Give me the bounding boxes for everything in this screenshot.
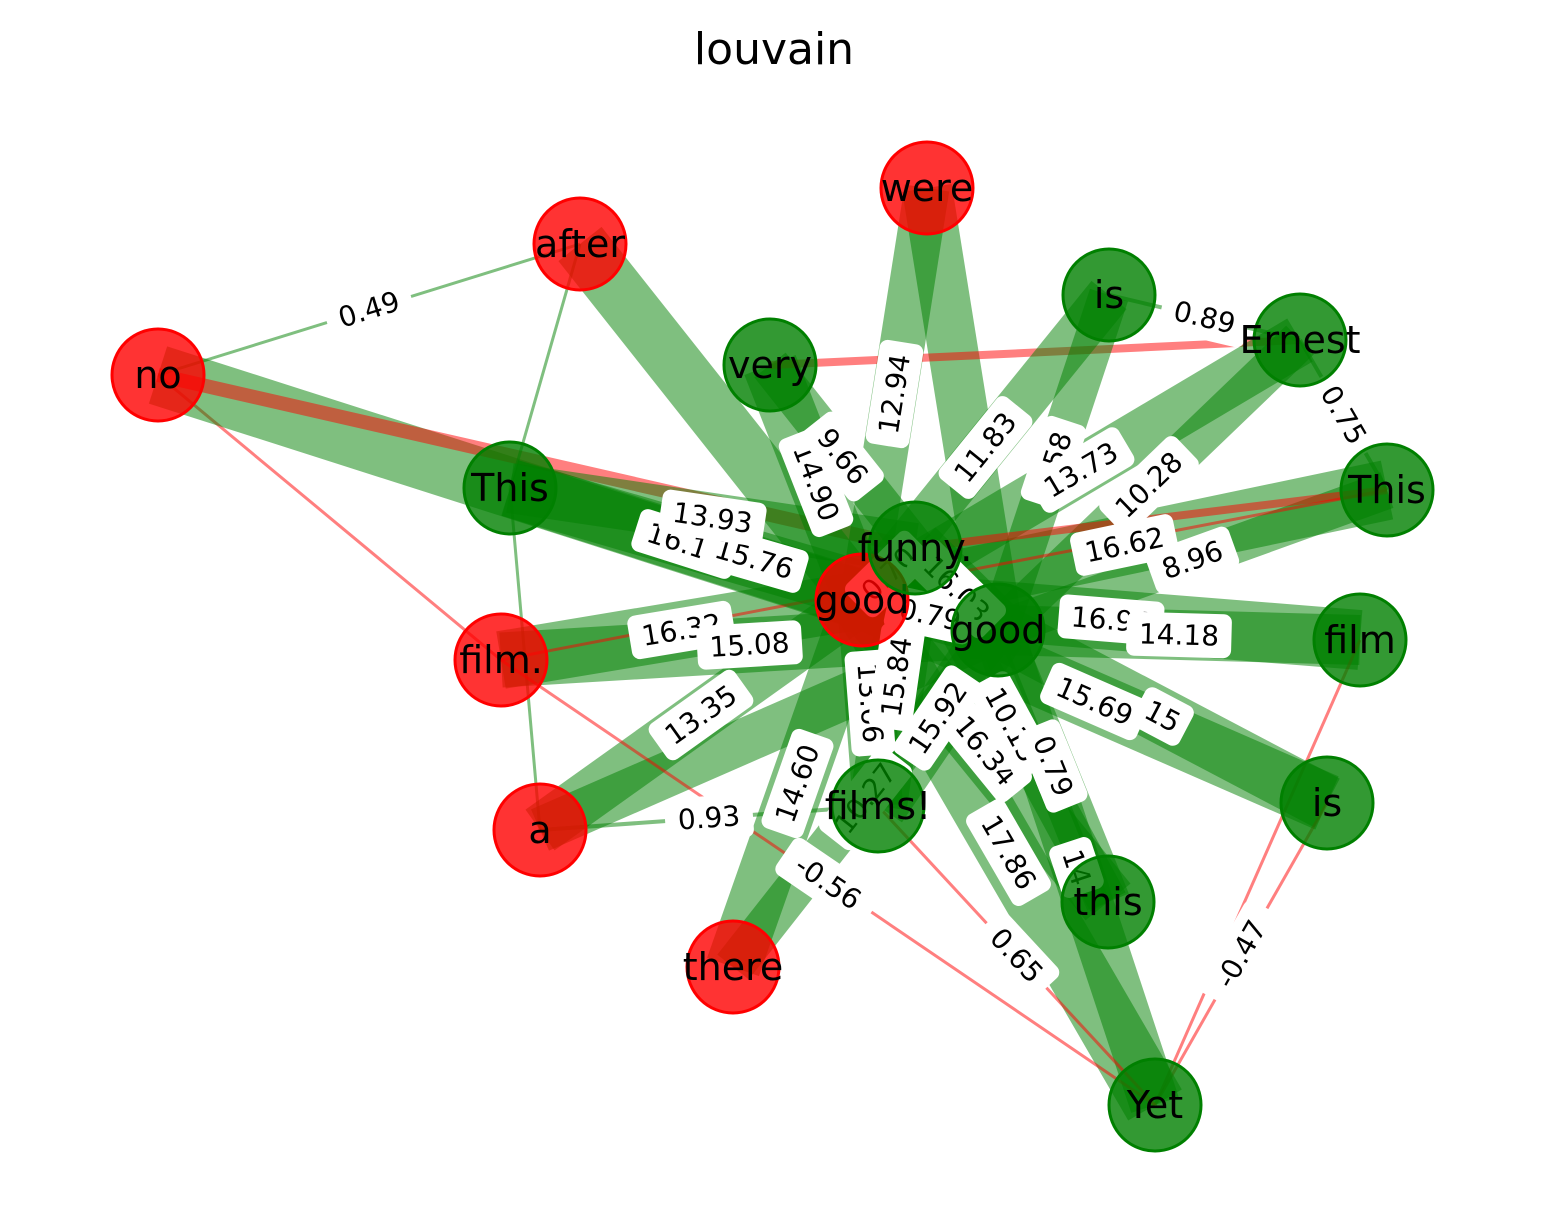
node-label-yet: Yet [1126, 1083, 1183, 1127]
edge-weight-box [761, 728, 834, 839]
edge-weight-label: 0.89 [1158, 287, 1251, 348]
edge-weight-label: -0.47 [1198, 900, 1284, 1008]
edge-weight-label: 15.84 [868, 622, 925, 732]
edge-weight-label: 0.75 [1305, 368, 1382, 462]
node-label-is_top: is [1094, 273, 1124, 317]
edge-weight-box [893, 665, 983, 771]
node-label-this_left: This [470, 466, 549, 510]
edge-weight-label: 17.86 [966, 798, 1051, 907]
edge-weight-box [865, 339, 924, 449]
node-a[interactable] [492, 782, 588, 878]
edge-weight-box [664, 793, 754, 843]
edge-weight-box [1158, 287, 1251, 348]
node-label-film_dot: film. [459, 638, 543, 682]
node-ernest[interactable] [1252, 292, 1348, 388]
node-there[interactable] [685, 919, 781, 1015]
edge-weight-box [658, 489, 767, 547]
node-is_right[interactable] [1279, 755, 1375, 851]
edge-weight-label: 0.79 [1018, 719, 1088, 813]
node-after[interactable] [532, 196, 628, 292]
node-label-a: a [528, 808, 551, 852]
edge-weight-box [1145, 526, 1240, 594]
edge-weight-box [868, 622, 925, 732]
node-very[interactable] [722, 317, 818, 413]
node-this_right[interactable] [1339, 442, 1435, 538]
edge-weight-label: 9.66 [801, 411, 884, 502]
node-layer: noafterwerefilm.atheregoodveryisErnestTh… [110, 140, 1435, 1153]
edge-weight-box [973, 911, 1060, 1000]
edge-weight-box [696, 620, 803, 670]
edge-weight-box [322, 277, 416, 342]
node-label-there: there [683, 945, 784, 989]
node-film_dot[interactable] [453, 612, 549, 708]
node-label-is_right: is [1312, 781, 1342, 825]
edge-weight-text: 0.93 [677, 799, 742, 836]
node-were[interactable] [879, 140, 975, 236]
node-is_top[interactable] [1061, 247, 1157, 343]
edge-weight-box [1027, 427, 1135, 513]
node-label-this_low: this [1073, 880, 1142, 924]
edge-weight-box [1040, 662, 1149, 741]
node-label-were: were [881, 166, 974, 210]
edge-film-yet [1153, 639, 1362, 1106]
edge-weight-label: -0.56 [775, 837, 881, 928]
edge-weight-box [778, 427, 854, 538]
edge-weight-box [1198, 900, 1284, 1008]
edge-weight-box [648, 669, 754, 761]
node-label-films: films! [825, 784, 932, 828]
edge-weight-box [1131, 687, 1194, 746]
edge-weight-box [938, 699, 1032, 803]
node-label-after: after [535, 222, 625, 266]
edge-weight-label: 13.93 [658, 489, 767, 547]
node-this_low[interactable] [1060, 854, 1156, 950]
edge-weight-box [1305, 368, 1382, 462]
edge-weight-box [966, 798, 1051, 907]
page-title: louvain [693, 24, 855, 75]
node-no[interactable] [110, 327, 206, 423]
node-label-film: film [1324, 618, 1396, 662]
edge-weight-label: 15 [1131, 687, 1194, 746]
edge-weight-box [1126, 611, 1232, 659]
edge-weight-box [1018, 719, 1088, 813]
node-label-this_right: This [1347, 468, 1426, 512]
edge-weight-label: 15.08 [696, 620, 803, 670]
node-label-good_green: good [951, 608, 1046, 652]
edge-weight-text: 15.08 [708, 626, 790, 664]
node-funny[interactable] [867, 500, 963, 596]
node-label-funny: funny. [858, 526, 973, 570]
edge-weight-box [775, 837, 881, 928]
edge-weight-box [1099, 436, 1199, 534]
edge-weight-box [801, 411, 884, 502]
node-film[interactable] [1312, 592, 1408, 688]
node-label-ernest: Ernest [1239, 318, 1360, 362]
edge-weight-label: 0.93 [664, 793, 754, 843]
edge-weight-label: 0.49 [322, 277, 416, 342]
edge-weight-label: 14.18 [1126, 611, 1232, 659]
edge-a-good_green [530, 609, 1008, 851]
node-yet[interactable] [1107, 1057, 1203, 1153]
edge-weight-label: 12.94 [865, 339, 924, 449]
edge-weight-box [938, 396, 1033, 499]
node-good_green[interactable] [950, 582, 1046, 678]
node-films[interactable] [830, 758, 926, 854]
node-label-no: no [134, 353, 181, 397]
edge-weight-text: 14.18 [1138, 617, 1219, 652]
node-label-very: very [728, 343, 812, 387]
node-this_left[interactable] [462, 440, 558, 536]
